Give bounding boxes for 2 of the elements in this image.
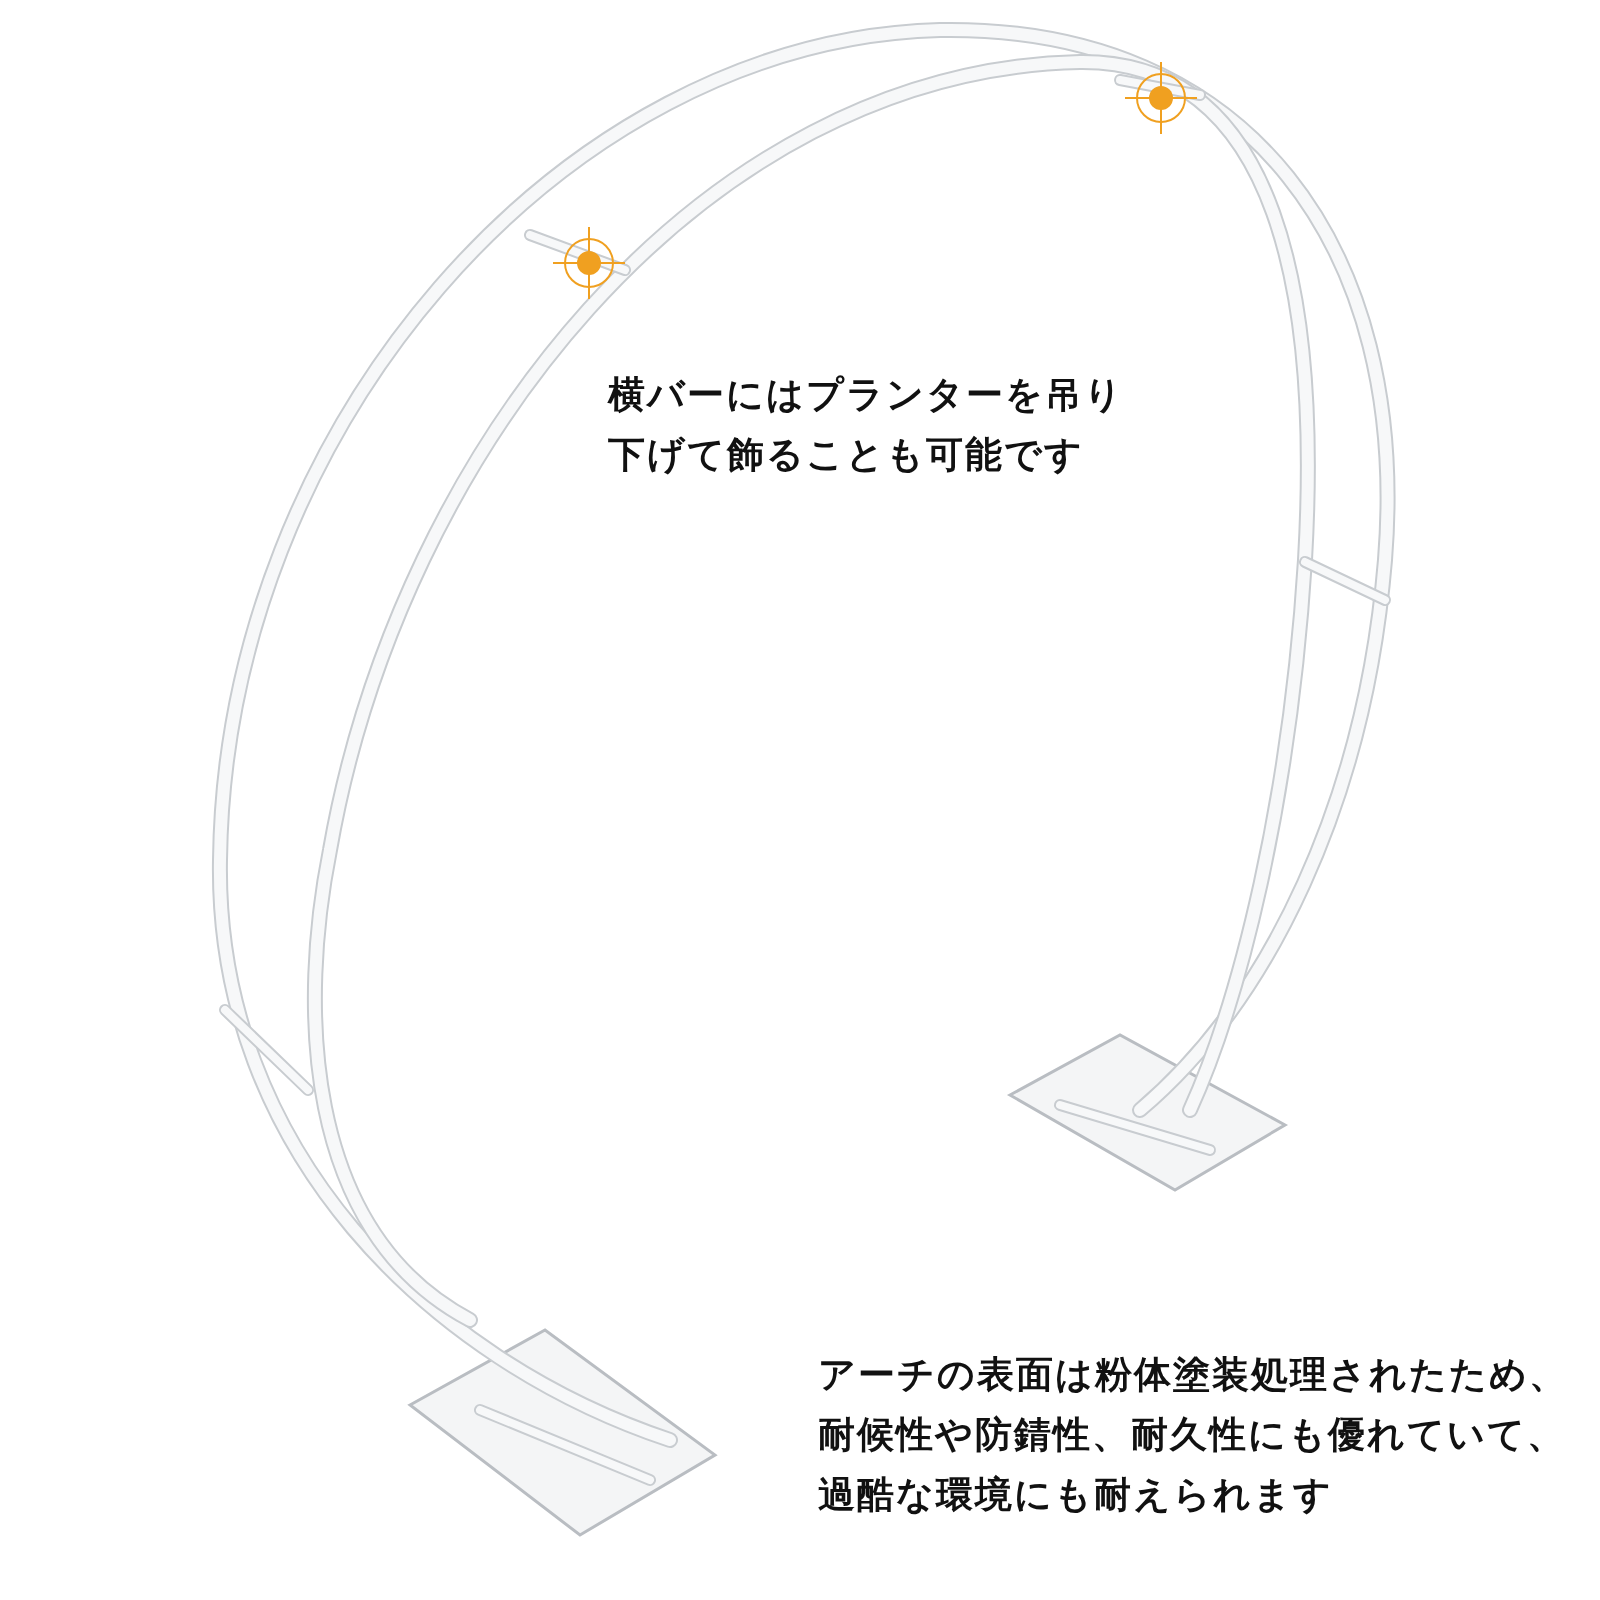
feature-note: アーチの表面は粉体塗装処理されたため、耐候性や防錆性、耐久性にも優れていて、過酷な環境にも耐えられます bbox=[818, 1352, 1569, 1518]
feature-note: 横バーにはプランターを吊り下げて飾ることも可能です bbox=[608, 372, 1125, 478]
